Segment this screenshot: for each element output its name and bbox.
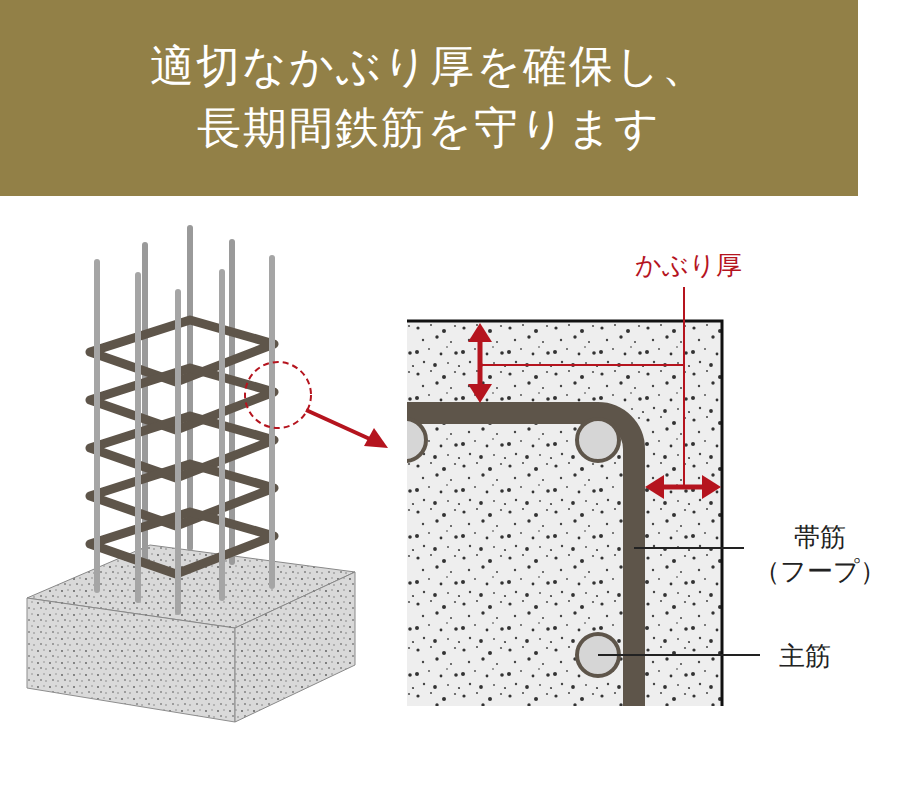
detail-arrow [306, 410, 372, 440]
title-text: 適切なかぶり厚を確保し、 長期間鉄筋を守ります [147, 36, 710, 160]
cover-dimension [468, 287, 721, 499]
title-band [0, 0, 858, 196]
main-rebar [97, 258, 272, 612]
leader-line [598, 654, 760, 656]
hoop-section [407, 413, 634, 706]
hoop [90, 320, 274, 574]
arrowhead [364, 428, 388, 448]
hoop [90, 512, 274, 574]
cover-label: かぶり厚 [632, 249, 745, 283]
part-label: 主筋 [776, 640, 834, 674]
part-label: 帯筋 （フープ） [744, 521, 896, 589]
main-bar-section [407, 419, 426, 461]
main-bar-section [577, 419, 619, 461]
section-edge [407, 321, 722, 706]
detail-circle [245, 362, 311, 428]
concrete-section [407, 320, 723, 706]
